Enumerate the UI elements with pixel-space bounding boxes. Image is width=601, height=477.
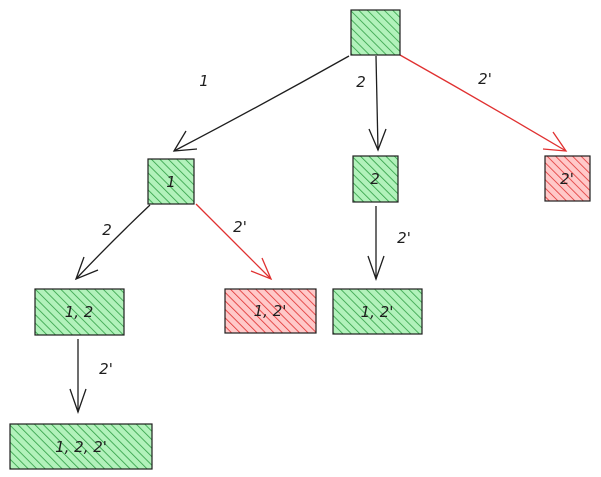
node-1: 1 — [147, 158, 195, 205]
svg-text:1, 2: 1, 2 — [65, 303, 94, 321]
svg-text:1: 1 — [166, 173, 176, 191]
svg-text:1, 2': 1, 2' — [254, 302, 287, 320]
edge-label-2-12prime: 2' — [397, 229, 411, 247]
edge-label-root-1: 1 — [199, 72, 209, 90]
edge-2-to-12prime — [367, 206, 385, 281]
node-2prime: 2' — [544, 155, 591, 202]
edge-label-root-2: 2 — [356, 73, 366, 91]
svg-text:1, 2': 1, 2' — [361, 303, 394, 321]
edge-1-to-12 — [74, 204, 151, 281]
edge-root-to-2 — [368, 55, 387, 152]
node-1-2: 1, 2 — [34, 288, 125, 336]
edge-label-1-12: 2 — [102, 221, 112, 239]
edge-root-to-1 — [172, 55, 350, 152]
node-1-2-2prime: 1, 2, 2' — [9, 423, 153, 470]
edge-root-to-2prime — [399, 54, 568, 152]
edge-1-to-12prime — [195, 203, 273, 281]
edge-label-12-122prime: 2' — [99, 360, 113, 378]
edge-label-1-12prime: 2' — [233, 218, 247, 236]
svg-text:2': 2' — [560, 170, 574, 188]
svg-text:2: 2 — [370, 170, 380, 188]
node-root — [350, 9, 401, 56]
node-1-2prime-red: 1, 2' — [224, 288, 317, 334]
svg-text:1, 2, 2': 1, 2, 2' — [55, 438, 107, 456]
node-1-2prime-green: 1, 2' — [332, 288, 423, 335]
edge-label-root-2prime: 2' — [478, 70, 492, 88]
node-2: 2 — [352, 155, 399, 203]
edge-12-to-122prime — [69, 338, 87, 414]
